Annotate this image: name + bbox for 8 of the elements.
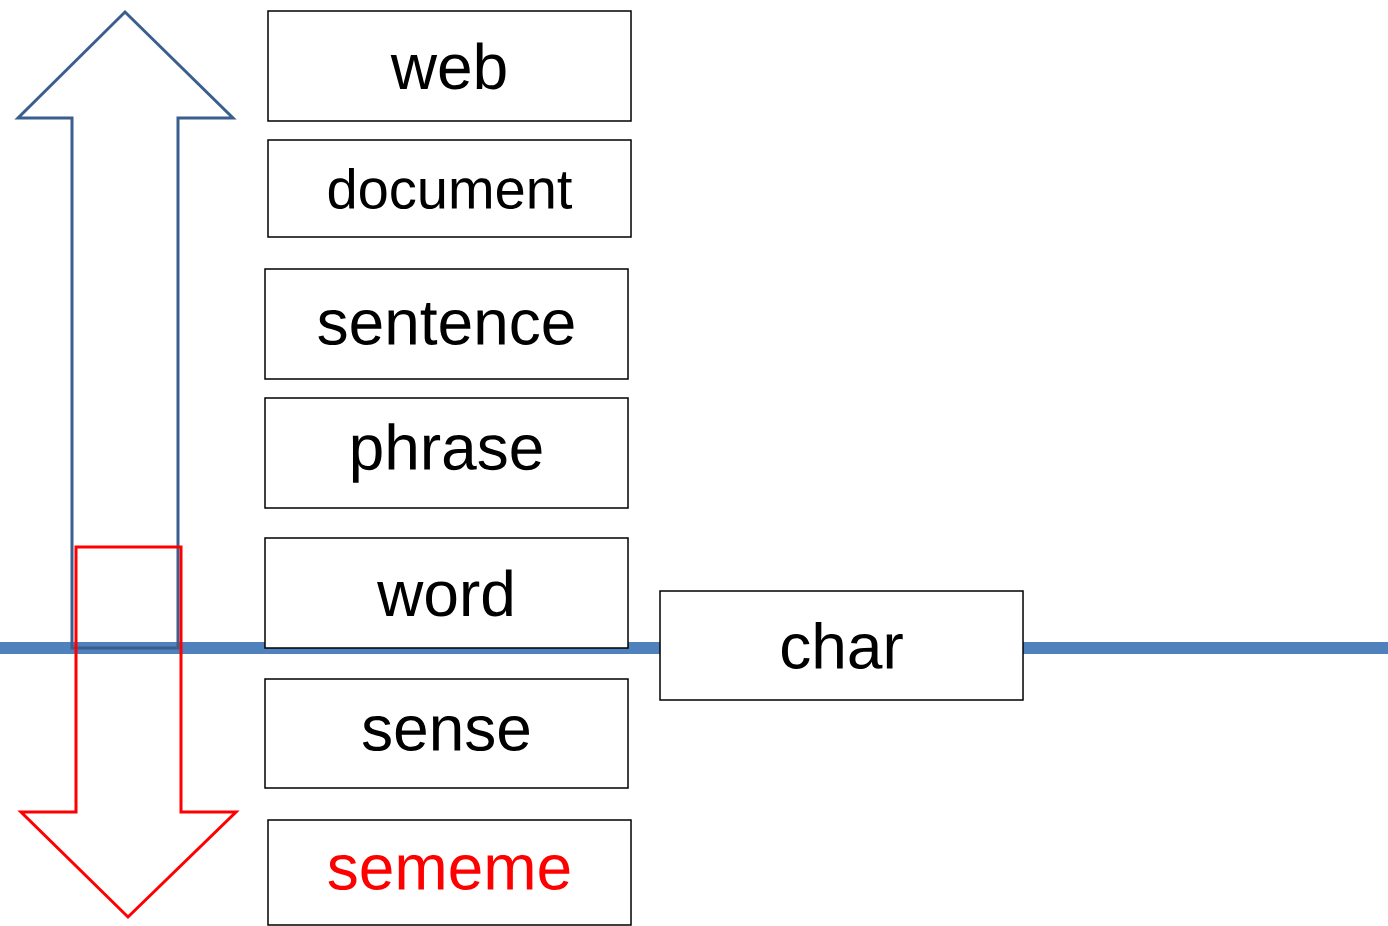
level-box: char [659, 590, 1024, 701]
level-box: sense [264, 678, 629, 789]
level-box: sememe [267, 819, 632, 926]
level-box: document [267, 139, 632, 238]
level-box: phrase [264, 397, 629, 509]
level-box: sentence [264, 268, 629, 380]
level-box: word [264, 537, 629, 649]
level-box: web [267, 10, 632, 122]
